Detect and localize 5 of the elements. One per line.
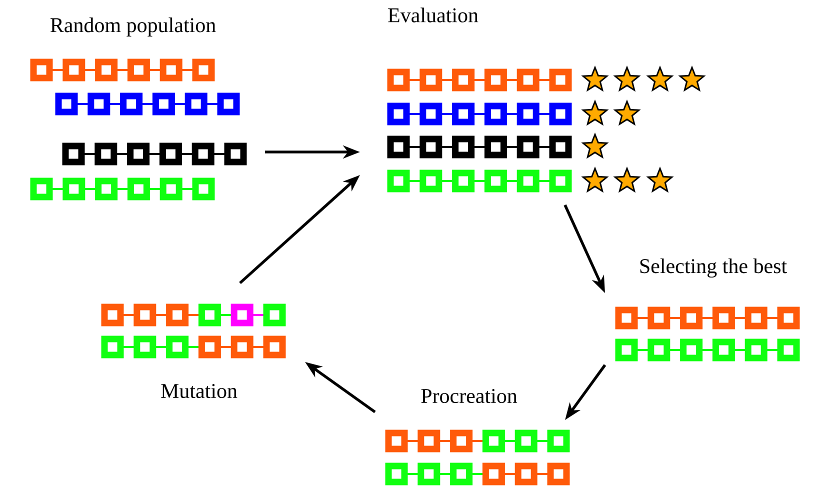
heading: Evaluation (388, 8, 478, 22)
heading: Selecting the best (640, 258, 787, 278)
heading: Procreation (421, 388, 518, 404)
heading: Mutation (161, 384, 238, 398)
heading: Random population (50, 17, 216, 37)
